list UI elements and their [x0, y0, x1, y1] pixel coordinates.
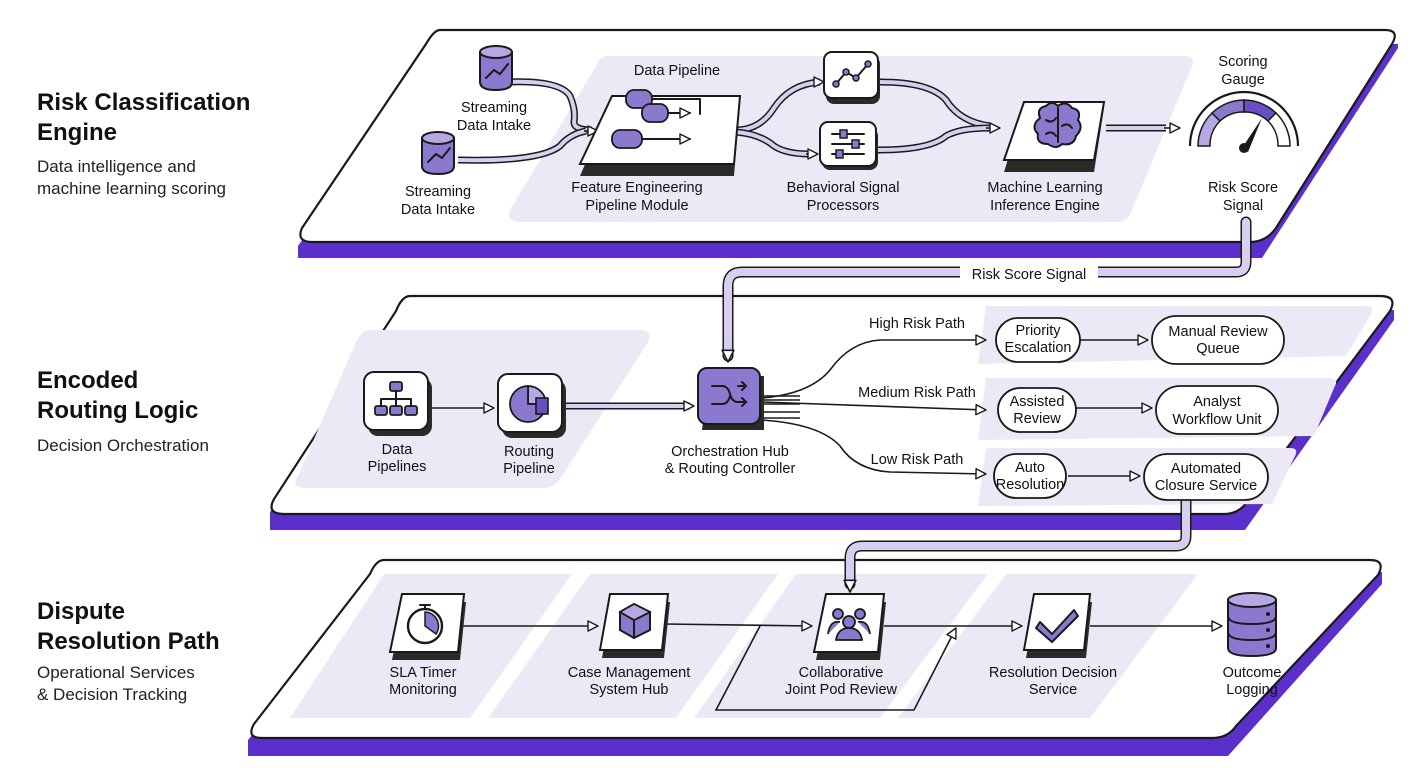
case-management-node[interactable]: Case Management System Hub [568, 593, 691, 698]
feature-engineering-node[interactable]: Feature Engineering Pipeline Module [571, 89, 742, 214]
svg-text:Escalation: Escalation [1005, 340, 1072, 356]
risk-layer-title: Risk Classification Engine [37, 89, 251, 146]
connector-label-risk-score: Risk Score Signal [972, 267, 1086, 283]
brain-icon [1033, 102, 1082, 148]
medium-risk-path-label: Medium Risk Path [858, 385, 976, 401]
collab-review-node[interactable]: Collaborative Joint Pod Review [785, 593, 898, 698]
low-risk-path-label: Low Risk Path [871, 452, 964, 468]
routing-layer-title: Encoded Routing Logic [37, 367, 199, 424]
data-pipelines-node[interactable]: Data Pipelines [363, 371, 432, 475]
sla-timer-node[interactable]: SLA Timer Monitoring [388, 593, 466, 698]
outcome-logging-node[interactable]: Outcome Logging [1223, 592, 1282, 698]
svg-text:Pipeline Module: Pipeline Module [585, 198, 688, 214]
svg-text:Pipelines: Pipelines [368, 459, 427, 475]
svg-text:Joint Pod Review: Joint Pod Review [785, 682, 898, 698]
svg-text:Priority: Priority [1015, 323, 1061, 339]
pie-chart-icon [509, 385, 549, 423]
risk-score-signal-label: Risk Score [1208, 180, 1278, 196]
routing-arrows-icon [711, 381, 747, 407]
svg-text:Data: Data [382, 442, 414, 458]
orchestration-hub-node[interactable]: Orchestration Hub & Routing Controller [665, 367, 796, 477]
svg-text:Manual Review: Manual Review [1168, 324, 1268, 340]
svg-text:Workflow Unit: Workflow Unit [1172, 412, 1261, 428]
cube-icon [618, 602, 652, 640]
svg-text:Streaming: Streaming [461, 100, 527, 116]
manual-review-node[interactable]: Manual Review Queue [1151, 315, 1285, 365]
svg-text:Review: Review [1013, 411, 1061, 427]
risk-score-connector: Risk Score Signal [721, 216, 1252, 363]
gauge-icon [1188, 90, 1300, 153]
svg-text:Processors: Processors [807, 198, 880, 214]
routing-edges [432, 334, 1153, 482]
svg-text:Auto: Auto [1015, 460, 1045, 476]
automated-closure-node[interactable]: Automated Closure Service [1143, 453, 1269, 501]
svg-text:Pipeline: Pipeline [503, 461, 555, 477]
people-icon [827, 608, 871, 641]
intake-top-node[interactable]: Streaming Data Intake [457, 45, 531, 134]
svg-text:Routing: Routing [504, 444, 554, 460]
svg-text:Data Intake: Data Intake [401, 202, 475, 218]
database-icon [1227, 592, 1277, 658]
svg-text:Signal: Signal [1223, 198, 1263, 214]
database-chart-icon [479, 45, 513, 92]
line-chart-icon [832, 60, 872, 88]
svg-text:Resolution Decision: Resolution Decision [989, 665, 1117, 681]
dispute-edges [462, 620, 1223, 711]
svg-text:Streaming: Streaming [405, 184, 471, 200]
dispute-layer-subtitle: Operational Services & Decision Tracking [37, 663, 195, 704]
svg-text:Logging: Logging [1226, 682, 1278, 698]
risk-layer-subtitle: Data intelligence and machine learning s… [37, 157, 226, 198]
svg-text:Outcome: Outcome [1223, 665, 1282, 681]
svg-text:Orchestration Hub: Orchestration Hub [671, 444, 789, 460]
svg-text:Automated: Automated [1171, 461, 1241, 477]
stopwatch-icon [406, 604, 444, 645]
svg-text:Case Management: Case Management [568, 665, 691, 681]
assisted-review-node[interactable]: Assisted Review [997, 387, 1077, 433]
ml-inference-node[interactable]: Machine Learning Inference Engine [987, 101, 1106, 214]
svg-text:Machine Learning: Machine Learning [987, 180, 1102, 196]
priority-escalation-node[interactable]: Priority Escalation [995, 317, 1081, 363]
svg-text:Scoring: Scoring [1218, 54, 1267, 70]
svg-text:Queue: Queue [1196, 341, 1240, 357]
svg-text:Data Intake: Data Intake [457, 118, 531, 134]
svg-text:Behavioral Signal: Behavioral Signal [787, 180, 900, 196]
intake-bottom-node[interactable]: Streaming Data Intake [401, 131, 475, 218]
checkmark-icon [1035, 609, 1079, 643]
sliders-icon [831, 129, 865, 159]
svg-text:Service: Service [1029, 682, 1077, 698]
risk-edges [457, 76, 1181, 164]
svg-text:Assisted: Assisted [1010, 394, 1065, 410]
closure-to-collab-connector [843, 496, 1192, 593]
routing-pipeline-node[interactable]: Routing Pipeline [497, 373, 566, 477]
svg-text:Feature Engineering: Feature Engineering [571, 180, 702, 196]
database-chart-icon [421, 131, 455, 176]
high-risk-path-label: High Risk Path [869, 316, 965, 332]
scoring-gauge-node[interactable]: Scoring Gauge Risk Score Signal [1188, 54, 1300, 214]
analyst-workflow-node[interactable]: Analyst Workflow Unit [1155, 385, 1279, 435]
routing-layer-subtitle: Decision Orchestration [37, 436, 209, 455]
pipeline-cylinders-icon [611, 89, 701, 149]
auto-resolution-node[interactable]: Auto Resolution [993, 453, 1067, 499]
svg-text:& Routing Controller: & Routing Controller [665, 461, 796, 477]
svg-text:Inference Engine: Inference Engine [990, 198, 1100, 214]
hierarchy-icon [374, 381, 418, 416]
resolution-decision-node[interactable]: Resolution Decision Service [989, 593, 1117, 698]
svg-text:System Hub: System Hub [590, 682, 669, 698]
svg-text:SLA Timer: SLA Timer [390, 665, 457, 681]
svg-text:Analyst: Analyst [1193, 394, 1241, 410]
svg-text:Monitoring: Monitoring [389, 682, 457, 698]
svg-text:Collaborative: Collaborative [799, 665, 884, 681]
data-pipeline-group-label: Data Pipeline [634, 63, 720, 79]
svg-text:Closure Service: Closure Service [1155, 478, 1257, 494]
dispute-layer-title: Dispute Resolution Path [37, 598, 220, 655]
svg-text:Resolution: Resolution [996, 477, 1065, 493]
svg-text:Gauge: Gauge [1221, 72, 1265, 88]
behavioral-processors-node[interactable]: Behavioral Signal Processors [787, 51, 900, 214]
